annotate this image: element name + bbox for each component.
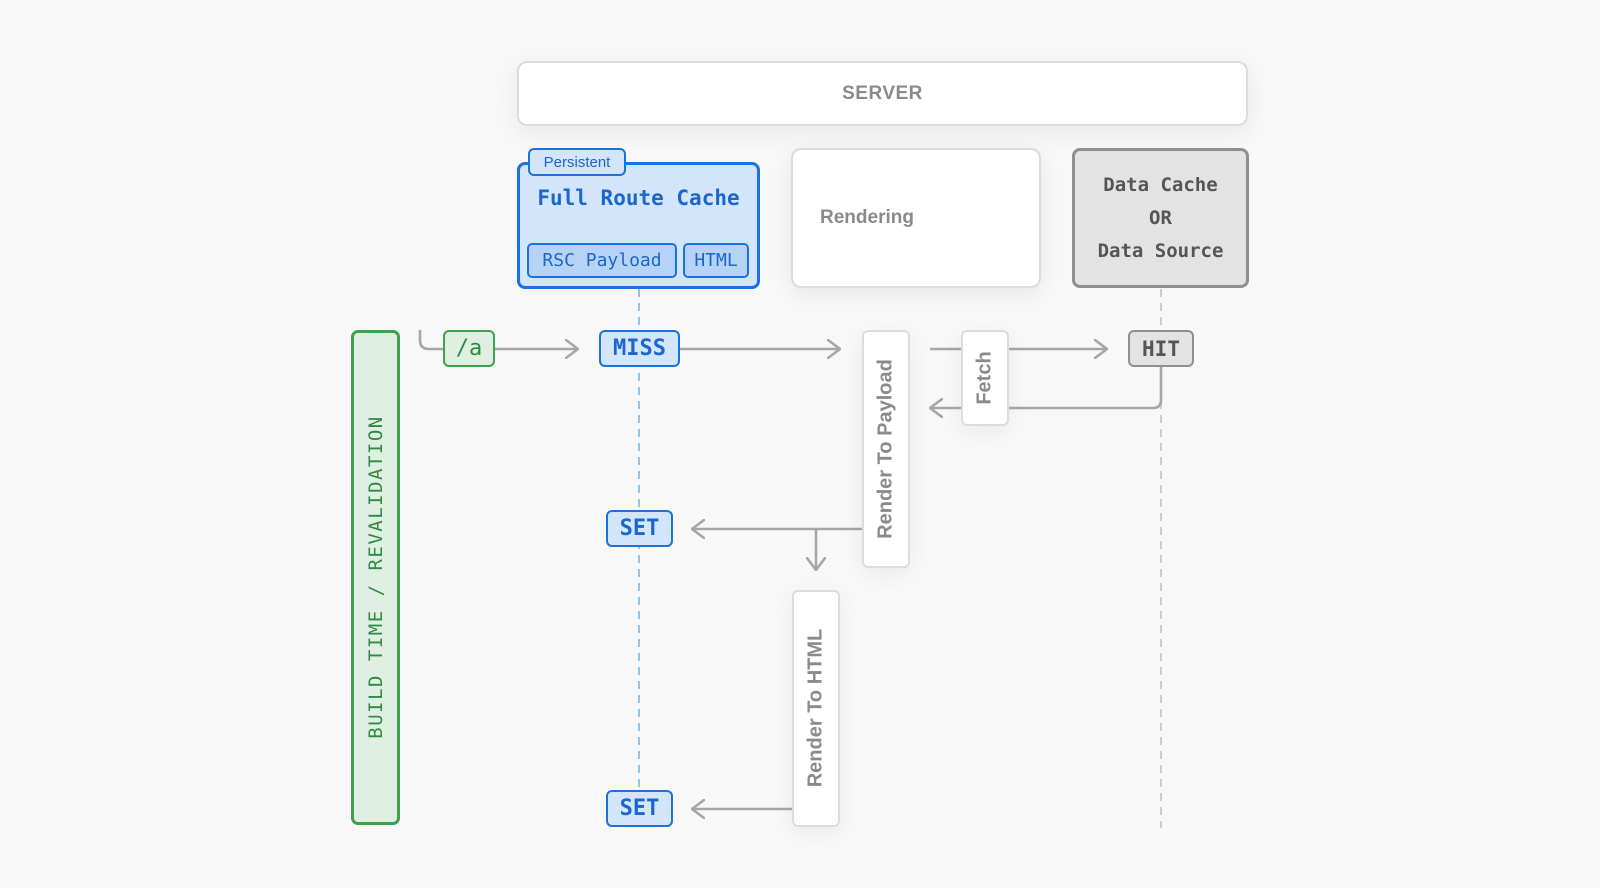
rendering-box: Rendering xyxy=(791,148,1041,288)
hit-return-line xyxy=(1009,367,1163,410)
render-to-payload-box xyxy=(862,330,910,568)
render-to-payload-label: Render To Payload xyxy=(874,359,897,539)
set-html-chip: SET xyxy=(606,790,673,827)
route-chip: /a xyxy=(443,330,495,367)
render-to-html-label: Render To HTML xyxy=(804,628,827,788)
render-to-html-box xyxy=(792,590,840,827)
set-payload-chip: SET xyxy=(606,510,673,547)
build-time-bar xyxy=(351,330,400,825)
full-route-cache-title: Full Route Cache xyxy=(537,186,740,210)
data-cache-box: Data Cache OR Data Source xyxy=(1072,148,1249,288)
data-cache-line-3: Data Source xyxy=(1097,239,1224,262)
persistent-tag: Persistent xyxy=(528,148,626,176)
build-time-label: BUILD TIME / REVALIDATION xyxy=(365,415,387,739)
html-chip: HTML xyxy=(683,243,749,278)
fetch-box xyxy=(961,330,1009,426)
data-cache-line-2: OR xyxy=(1149,206,1172,229)
hit-chip: HIT xyxy=(1128,330,1194,367)
data-cache-line-1: Data Cache xyxy=(1103,173,1218,196)
request-entry-line xyxy=(418,330,443,351)
fetch-label: Fetch xyxy=(973,351,996,405)
miss-chip: MISS xyxy=(599,330,680,367)
rsc-payload-chip: RSC Payload xyxy=(527,243,677,278)
server-header: SERVER xyxy=(517,61,1248,126)
